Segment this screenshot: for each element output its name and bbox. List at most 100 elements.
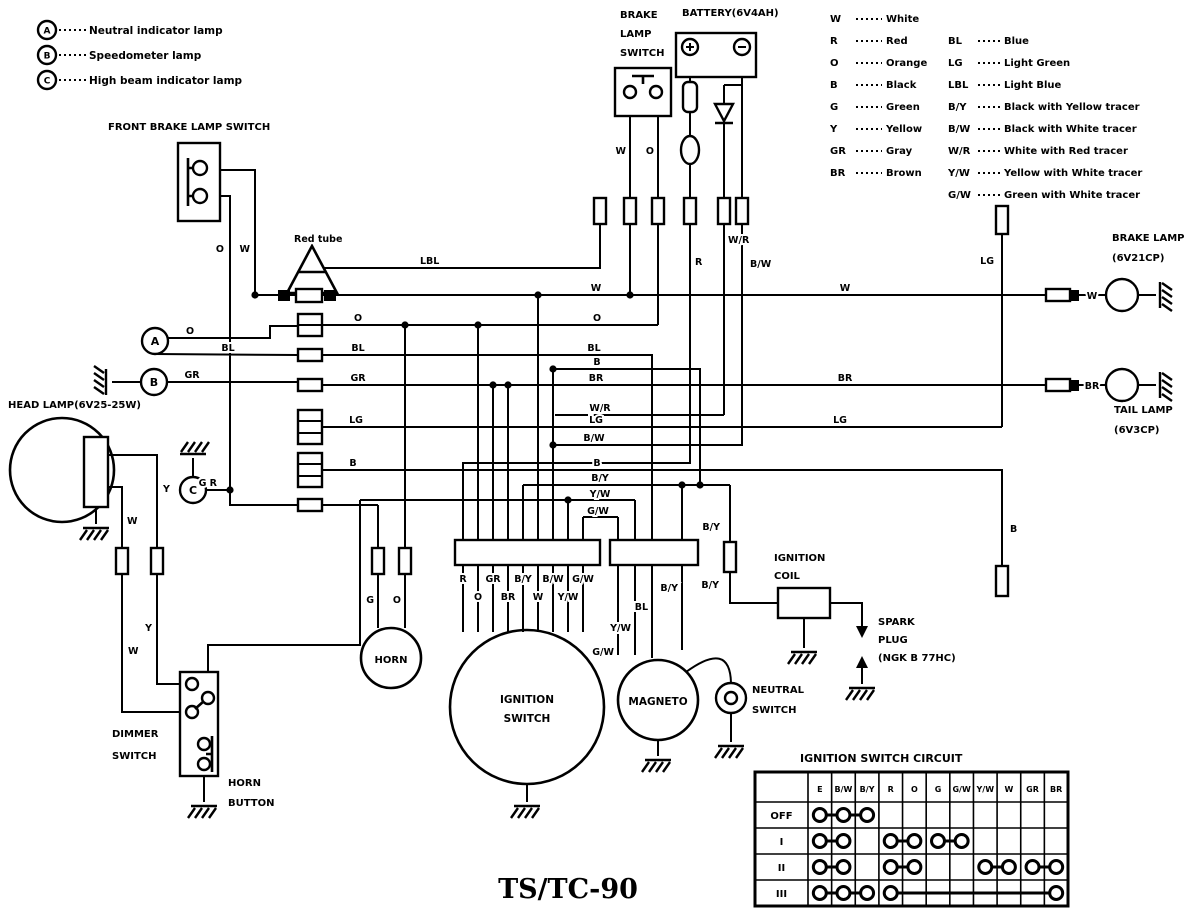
color-code: R: [830, 36, 838, 47]
label-ignition_switch_l1: IGNITION: [500, 694, 554, 706]
wire-label-W: W: [533, 592, 544, 603]
label-head_lamp: HEAD LAMP(6V25-25W): [8, 400, 141, 411]
color-name: Black with Yellow tracer: [1004, 102, 1140, 113]
wires: [95, 55, 1156, 802]
contact-dot: [930, 833, 946, 849]
wire-label-BW: B/W: [750, 259, 772, 270]
wire-label-Y: Y: [144, 623, 152, 634]
table-row-label: III: [776, 889, 787, 900]
color-code: B/Y: [948, 102, 967, 113]
connector: [722, 540, 738, 574]
label-ignition_switch_l2: SWITCH: [504, 713, 551, 725]
wire-label-BY: B/Y: [660, 583, 678, 594]
terminal: [622, 84, 638, 100]
ignition-switch-symbol: [448, 628, 606, 786]
lamp-c-letter: C: [189, 484, 197, 497]
wire-label-BY: B/Y: [591, 473, 609, 484]
wire-label-WR: W/R: [589, 403, 611, 414]
color-name: Black with White tracer: [1004, 124, 1137, 135]
table-col-GR: GR: [1026, 785, 1039, 794]
wire-label-BL: BL: [587, 343, 600, 354]
harness-connectors: [296, 312, 324, 513]
contact-dot: [835, 833, 852, 849]
color-code: O: [830, 58, 839, 69]
color-name: Red: [886, 36, 908, 47]
color-code: LG: [948, 58, 963, 69]
magneto-symbol: [616, 658, 700, 742]
connector: [397, 546, 413, 576]
junction-dot: [474, 321, 482, 329]
connector: [1044, 377, 1072, 393]
table-row-label: II: [778, 863, 785, 874]
junction-dot: [678, 481, 686, 489]
wire-label-O: O: [216, 244, 224, 255]
color-code: BR: [830, 168, 846, 179]
connector: [994, 204, 1010, 236]
brake-lamp-symbol: [1104, 277, 1140, 313]
contact-dot: [835, 807, 852, 823]
ignition-switch-connector-bar: [453, 538, 602, 567]
contact-dot: [906, 859, 923, 875]
wire-label-Y: Y: [162, 484, 170, 495]
color-code: W: [830, 14, 841, 25]
terminal: [648, 84, 664, 100]
contact-dot: [882, 885, 899, 901]
connector: [650, 196, 666, 226]
wire-label-BW: B/W: [542, 574, 564, 585]
rectifier-diode-icon: [713, 102, 735, 124]
label-red_tube: Red tube: [294, 234, 342, 245]
junction-dots: [226, 291, 704, 504]
label-spark_l3: (NGK B 77HC): [878, 653, 956, 664]
color-code: GR: [830, 146, 846, 157]
label-brake_lamp_l1: BRAKE LAMP: [1112, 233, 1185, 244]
wire-label-GR_SP: G R: [199, 478, 218, 489]
head-lamp-symbol: [8, 416, 116, 524]
wire-label-GR: GR: [184, 370, 200, 381]
wire-label-BR: BR: [838, 373, 853, 384]
wire-label-YW: Y/W: [557, 592, 579, 603]
label-spark_l1: SPARK: [878, 617, 916, 628]
wire-label-GW: G/W: [592, 647, 614, 658]
legend-lamp-letter: C: [44, 77, 51, 87]
table-title: IGNITION SWITCH CIRCUIT: [800, 752, 963, 765]
label-horn_button_l1: HORN: [228, 778, 261, 789]
connector: [994, 564, 1010, 598]
label-dimmer_l2: SWITCH: [112, 751, 156, 762]
fuse-holder: [679, 134, 701, 166]
legend-lamp-circle: [36, 69, 58, 91]
table-grid: [755, 772, 1069, 907]
contact-dot: [906, 833, 923, 849]
wire-label-B: B: [593, 458, 600, 469]
connector: [1070, 290, 1079, 301]
fuse: [681, 80, 699, 114]
contact-dot: [811, 807, 828, 823]
color-name: Green: [886, 102, 920, 113]
connector: [622, 196, 638, 226]
wire-label-O: O: [593, 313, 601, 324]
magneto-connector-bar: [608, 538, 700, 567]
wire-label-G: G: [366, 595, 374, 606]
contact-dot: [977, 859, 994, 875]
wire-label-LG: LG: [589, 415, 603, 426]
front-brake-lamp-switch-body: [176, 141, 222, 223]
color-code: B/W: [948, 124, 970, 135]
label-neutral_l2: SWITCH: [752, 705, 796, 716]
label-coil_l1: IGNITION: [774, 553, 825, 564]
label-front_brake_lamp_switch: FRONT BRAKE LAMP SWITCH: [108, 122, 270, 133]
contact-dot: [835, 859, 852, 875]
color-code: G/W: [948, 190, 971, 201]
table-col-E: E: [817, 785, 822, 794]
label-tail_lamp_l1: TAIL LAMP: [1114, 405, 1173, 416]
color-name: Green with White tracer: [1004, 190, 1140, 201]
table-col-W: W: [1004, 785, 1013, 794]
label-magneto: MAGNETO: [628, 696, 687, 708]
junction-dot: [504, 381, 512, 389]
wire-label-BY: B/Y: [702, 522, 720, 533]
contact-dot: [882, 833, 899, 849]
wire-label-R: R: [695, 257, 703, 268]
junction-dot: [549, 441, 557, 449]
table-col-BR: BR: [1050, 785, 1062, 794]
label-battery: BATTERY(6V4AH): [682, 8, 779, 19]
label-horn_button_l2: BUTTON: [228, 798, 274, 809]
